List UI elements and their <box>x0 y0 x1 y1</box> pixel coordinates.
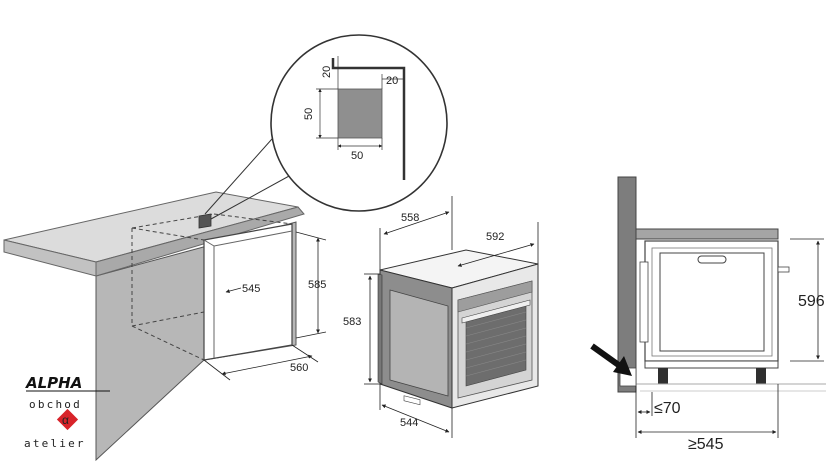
dim-side-596: 596 <box>798 293 825 310</box>
logo-line2: obchod <box>29 398 82 411</box>
logo-symbol: α <box>62 413 69 427</box>
counter-drawing <box>3 191 305 462</box>
dim-side-70: ≤70 <box>654 400 681 417</box>
dim-50-bottom: 50 <box>351 150 363 162</box>
dim-niche-560: 560 <box>290 362 308 374</box>
detail-circle: 20 20 50 50 <box>270 34 448 212</box>
dim-oven-544: 544 <box>400 417 418 429</box>
dim-niche-545: 545 <box>242 283 260 295</box>
dim-oven-558: 558 <box>401 212 419 224</box>
dim-side-545: ≥545 <box>688 436 724 453</box>
dim-20-right: 20 <box>386 75 398 87</box>
logo-line3: atelier <box>24 437 86 450</box>
dim-oven-592: 592 <box>486 231 504 243</box>
dim-50-side: 50 <box>303 108 315 120</box>
dim-oven-583: 583 <box>343 316 361 328</box>
logo-brand-text: ALPHA <box>25 374 82 392</box>
alpha-logo: ALPHA obchod α atelier <box>24 374 110 450</box>
oven-drawing <box>377 249 539 409</box>
side-section-drawing <box>590 176 826 393</box>
dim-niche-585: 585 <box>308 279 326 291</box>
dim-20-top: 20 <box>321 66 333 78</box>
